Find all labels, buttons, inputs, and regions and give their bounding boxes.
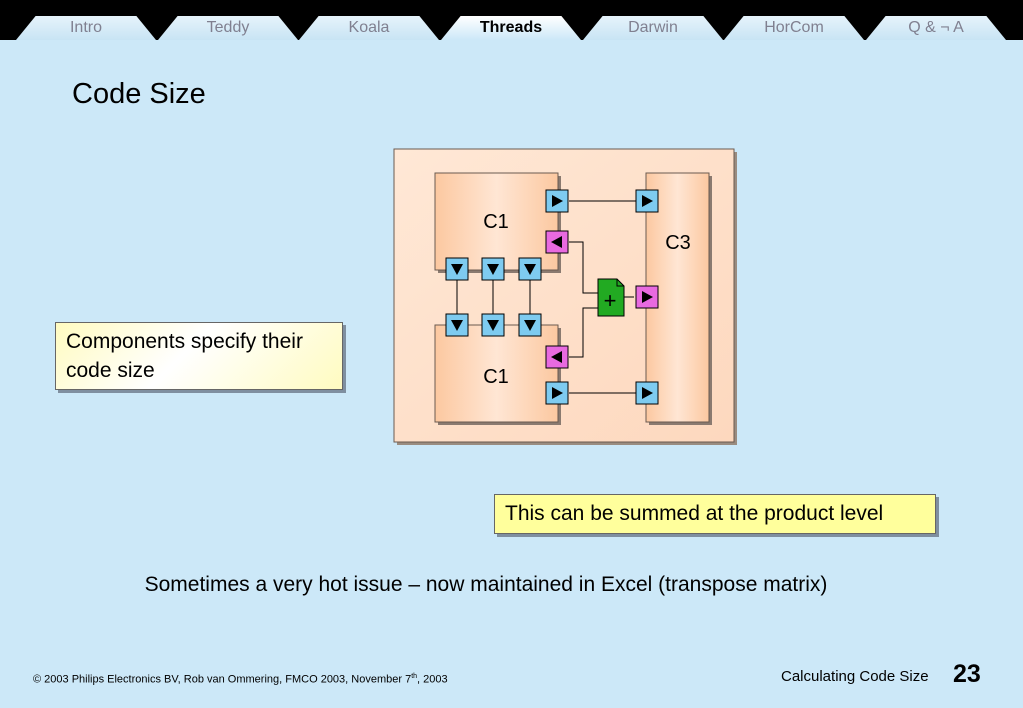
component-c1-top <box>434 172 561 273</box>
copyright-footer: © 2003 Philips Electronics BV, Rob van O… <box>33 673 448 686</box>
down-interface-icon <box>481 313 505 337</box>
down-interface-icon <box>445 313 469 337</box>
sum-module-icon: + <box>597 278 625 317</box>
bindings <box>456 200 636 394</box>
component-label-c1-top: C1 <box>483 211 509 233</box>
tab-teddy[interactable]: Teddy <box>158 16 298 40</box>
down-interface-icon <box>445 257 469 281</box>
tab-horcom[interactable]: HorCom <box>724 16 864 40</box>
tab-intro[interactable]: Intro <box>16 16 156 40</box>
callout-components: Components specify their code size <box>55 322 343 390</box>
component-label-c3: C3 <box>665 232 691 254</box>
provided-interface-icon <box>545 189 569 213</box>
tab-darwin[interactable]: Darwin <box>583 16 723 40</box>
provided-interface-icon <box>545 381 569 405</box>
tab-bar: Intro Teddy Koala Threads Darwin HorCom … <box>0 0 1023 40</box>
tab-koala[interactable]: Koala <box>299 16 439 40</box>
component-diagram: C1 C3 C1 <box>393 148 737 445</box>
binding-sum-bottom <box>569 307 598 358</box>
page-number: 23 <box>953 660 981 688</box>
down-interface-icon <box>518 257 542 281</box>
slide-note: Sometimes a very hot issue – now maintai… <box>144 573 828 596</box>
provided-interface-icon <box>635 189 659 213</box>
copyright-year: , 2003 <box>417 673 448 686</box>
copyright-superscript: th <box>411 673 418 680</box>
required-interface-icon <box>545 345 569 369</box>
component-c1-bottom <box>434 324 561 425</box>
tab-threads[interactable]: Threads <box>441 16 581 40</box>
footer-title: Calculating Code Size <box>781 668 929 685</box>
provided-interface-icon <box>635 381 659 405</box>
component-c3 <box>645 172 712 425</box>
copyright-text: © 2003 Philips Electronics BV, Rob van O… <box>33 673 412 686</box>
component-label-c1-bottom: C1 <box>483 366 509 388</box>
binding-sum-top <box>569 241 598 294</box>
required-interface-icon <box>635 285 659 309</box>
tab-qa[interactable]: Q & ¬ A <box>866 16 1006 40</box>
slide-title: Code Size <box>72 78 206 110</box>
required-interface-icon <box>545 230 569 254</box>
down-interface-icon <box>518 313 542 337</box>
callout-summed: This can be summed at the product level <box>494 494 936 534</box>
sum-symbol: + <box>604 288 617 313</box>
down-interface-icon <box>481 257 505 281</box>
